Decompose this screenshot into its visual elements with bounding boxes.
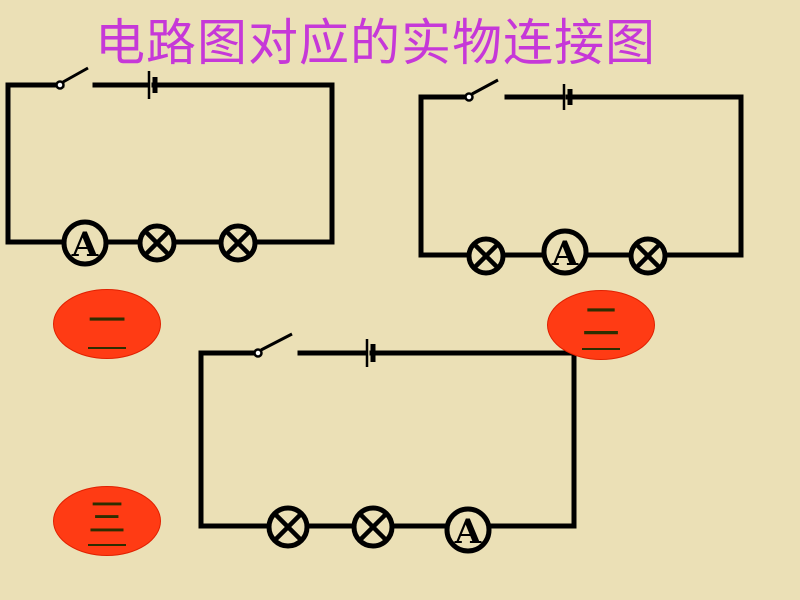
label-one-text: 一	[54, 296, 160, 349]
lamp-symbol	[218, 223, 258, 263]
ammeter-symbol: A	[541, 228, 589, 276]
lamp-symbol	[137, 223, 177, 263]
lamp-symbol	[266, 505, 310, 549]
circuit-one-wire	[5, 82, 335, 245]
label-two-text: 二	[548, 297, 654, 350]
battery-symbol	[365, 339, 376, 367]
label-three-text: 三	[54, 493, 160, 546]
lamp-symbol	[351, 505, 395, 549]
battery-symbol	[562, 84, 573, 110]
ammeter-symbol: A	[61, 219, 109, 267]
circuit-two-wire	[418, 94, 744, 258]
ammeter-symbol: A	[444, 506, 492, 554]
circuit-three-wire	[198, 350, 577, 529]
circuit-three: A	[198, 332, 577, 554]
ammeter-label: A	[71, 225, 99, 265]
label-badge-one[interactable]: 一	[53, 289, 161, 359]
ammeter-label: A	[454, 512, 482, 552]
switch-symbol	[253, 332, 293, 358]
ammeter-label: A	[551, 234, 579, 274]
label-badge-two[interactable]: 二	[547, 290, 655, 360]
label-badge-three[interactable]: 三	[53, 486, 161, 556]
switch-symbol	[464, 78, 499, 102]
battery-symbol	[147, 71, 158, 99]
switch-symbol	[55, 66, 89, 90]
page-title: 电路图对应的实物连接图	[95, 14, 656, 72]
lamp-symbol	[628, 236, 668, 276]
lamp-symbol	[466, 236, 506, 276]
circuit-two: A	[418, 78, 744, 276]
circuit-one: A	[5, 66, 335, 267]
